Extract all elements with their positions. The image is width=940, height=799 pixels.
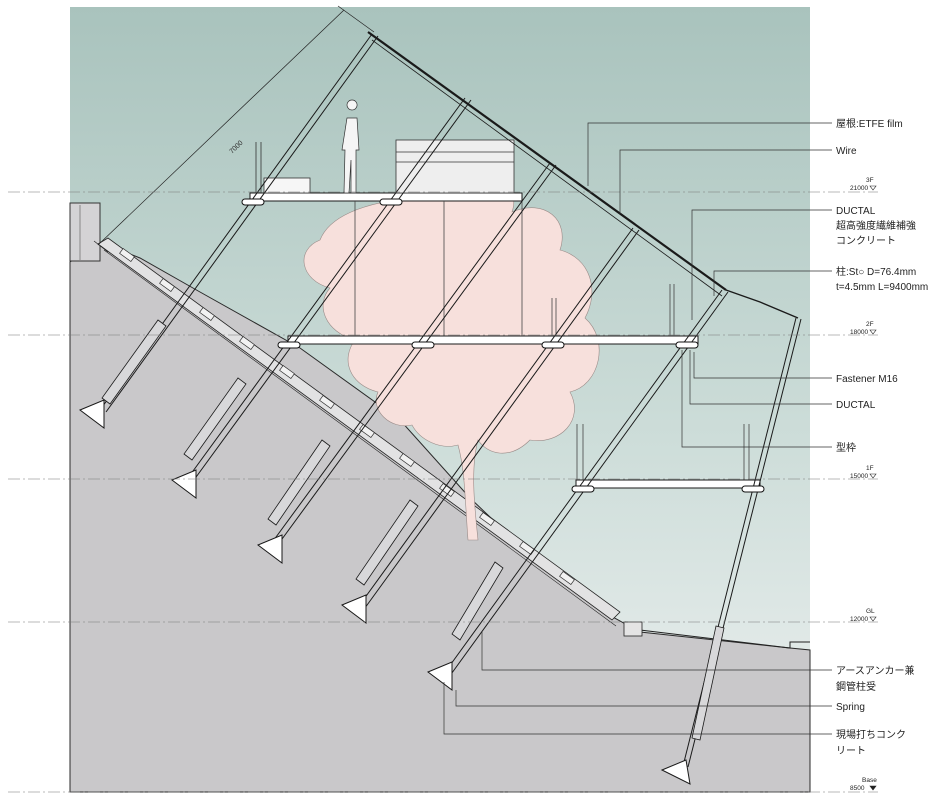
label-concrete-1: 現場打ちコンク: [836, 728, 906, 741]
slab-1f: [575, 479, 761, 489]
svg-text:3F: 3F: [866, 177, 874, 184]
label-ductal-3: コンクリート: [836, 235, 896, 247]
earth-anchors: [101, 319, 725, 741]
slope-segments: [119, 247, 575, 586]
label-column-2: t=4.5mm L=9400mm: [836, 282, 928, 293]
label-ductal-2: 超高強度繊維補強: [836, 219, 916, 232]
svg-text:GL: GL: [866, 608, 875, 615]
roof-structure: [367, 31, 799, 319]
retaining-wall: [69, 202, 101, 262]
svg-text:2F: 2F: [866, 321, 874, 328]
label-column-1: 柱:St○ D=76.4mm: [836, 265, 916, 278]
svg-text:21000: 21000: [850, 185, 868, 192]
svg-text:18000: 18000: [850, 329, 868, 336]
level-base-marker: Base 8500: [850, 777, 877, 792]
label-ductal-1: DUCTAL: [836, 206, 876, 217]
svg-text:15000: 15000: [850, 473, 868, 480]
label-anchor-1: アースアンカー兼: [836, 664, 915, 677]
tree: [303, 165, 600, 541]
label-anchor-2: 鋼管柱受: [836, 680, 876, 693]
leader-lines: [443, 122, 832, 735]
svg-text:Base: Base: [862, 777, 877, 784]
label-fastener: Fastener M16: [836, 374, 898, 385]
level-1f-marker: 1F 15000: [850, 465, 877, 480]
slab-2f: [287, 335, 699, 345]
floor-slabs: [249, 192, 761, 489]
level-lines: [8, 191, 878, 793]
spring-bases: [79, 399, 691, 785]
fasteners: [241, 198, 765, 493]
level-2f-marker: 2F 18000: [850, 321, 877, 336]
svg-text:8500: 8500: [850, 785, 865, 792]
interior-posts: [354, 201, 750, 480]
svg-text:12000: 12000: [850, 616, 868, 623]
label-formwork: 型枠: [836, 441, 856, 454]
label-concrete-2: リート: [836, 746, 866, 757]
gl-footing: [623, 621, 643, 637]
label-ductal-b: DUCTAL: [836, 400, 876, 411]
dimension-7000: [93, 5, 375, 253]
level-gl-marker: GL 12000: [850, 608, 877, 623]
person-figure: [341, 99, 360, 194]
label-roof: 屋根:ETFE film: [836, 117, 903, 130]
level-3f-marker: 3F 21000: [850, 177, 877, 192]
label-wire: Wire: [836, 146, 857, 157]
svg-text:1F: 1F: [866, 465, 874, 472]
label-spring: Spring: [836, 702, 865, 713]
